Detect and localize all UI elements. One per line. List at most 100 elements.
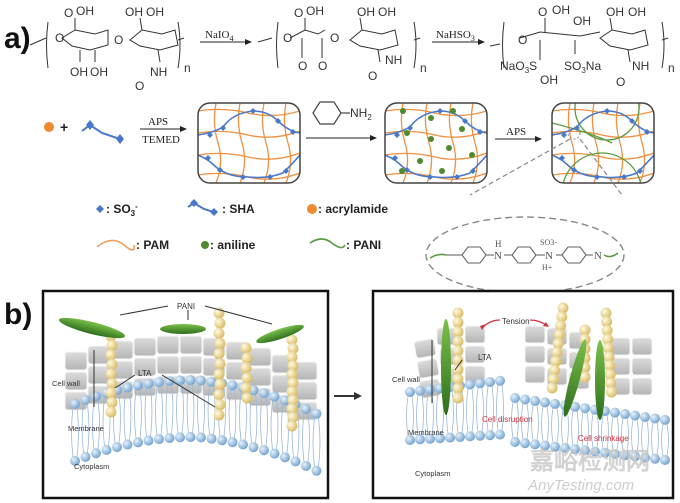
mol1-nh-label: NH (150, 65, 167, 79)
lipid-head (311, 408, 322, 419)
lipid-head (206, 376, 217, 387)
sha-chain-icon (187, 201, 215, 213)
watermark-chinese: 嘉峪检测网 (530, 447, 650, 475)
lipid-head (259, 445, 269, 456)
lipid-head (80, 451, 91, 462)
lipid-tail (302, 412, 310, 463)
lipid-head (269, 391, 280, 402)
lta-bead (213, 327, 225, 339)
pani-rod-icon (58, 317, 126, 339)
lipid-head (620, 450, 630, 461)
lipid-tail (611, 416, 619, 451)
lipid-tail (165, 385, 174, 435)
pani-rod-icon (595, 340, 605, 420)
lipid-head (660, 414, 670, 425)
lta-pointer-right (454, 359, 463, 371)
acrylamide-monomer-icon (44, 122, 54, 132)
mol1-carbonyl-o: O (135, 79, 144, 93)
mol1-oh5-label: OH (146, 5, 164, 19)
lipid-head (610, 449, 620, 459)
lipid-head (70, 398, 80, 409)
pani-rod-icon (256, 324, 304, 344)
lipid-head (154, 434, 164, 445)
lipid-head (196, 432, 206, 443)
lipid-head (143, 378, 154, 389)
lipid-head (196, 375, 206, 386)
lipid-head (650, 413, 660, 424)
plus-sign: + (60, 119, 68, 135)
lta-bead (603, 351, 615, 363)
lipid-head (405, 435, 415, 445)
lipid-head (630, 451, 640, 462)
aniline-loaded-network (384, 102, 488, 184)
panel-a-label: a) (4, 22, 31, 55)
reagent-naio4: NaIO4 (205, 29, 233, 43)
mol3-oh3-label: OH (540, 73, 558, 87)
lta-bead (106, 378, 118, 389)
lipid-head (415, 385, 425, 396)
lta-bead (604, 360, 616, 372)
zoom-guide-left (469, 138, 571, 196)
lta-bead (452, 373, 464, 385)
lipid-tail (661, 423, 669, 457)
hyaluronic-acid-reaction-scheme: O OH O OH OH O OH OH NH O n NaIO4 O OH O… (29, 3, 675, 93)
lipid-head (510, 393, 520, 403)
mol3-oh4-label: OH (606, 5, 624, 19)
lipid-head (91, 391, 101, 402)
sulfonated-ha-structure (489, 17, 669, 69)
legend-label-acrylamide: : acrylamide (318, 202, 388, 216)
lipid-head (112, 442, 122, 453)
mol3-naso3-left: NaO3S (500, 59, 537, 75)
pani-label-left: PANI (177, 302, 195, 311)
lta-bead (600, 307, 612, 319)
lipid-tail (406, 395, 414, 437)
lta-bead (551, 346, 563, 358)
lta-bead (105, 406, 117, 418)
pani-so3-label: SO3- (540, 238, 557, 247)
lipid-tail (155, 386, 163, 436)
lipid-tail (651, 422, 659, 455)
lta-pointer-2 (161, 374, 216, 408)
lta-bead (286, 351, 298, 363)
lipid-head (248, 442, 259, 453)
arrow-head-5 (535, 136, 542, 142)
lta-bead (213, 389, 225, 401)
aniline-structure-icon (312, 101, 350, 125)
lta-bead (214, 338, 226, 350)
lipid-tail (270, 400, 279, 450)
lipid-head (185, 432, 196, 443)
legend-item-sha: : SHA (187, 199, 255, 216)
lipid-head (206, 433, 217, 444)
lipid-head (435, 433, 445, 444)
reagent-aps-2: APS (506, 126, 526, 138)
lipid-tail (521, 403, 529, 440)
lipid-tail (641, 420, 649, 454)
lipid-head (485, 430, 495, 441)
lipid-head (143, 435, 154, 446)
lipid-bilayer-left (70, 375, 322, 476)
mol2-oh3-label: OH (378, 5, 396, 19)
lta-bead (553, 329, 565, 341)
zoom-guide-right (579, 138, 623, 196)
hyaluronic-acid-structure (29, 17, 185, 69)
lipid-head (227, 380, 238, 391)
lta-bead (287, 411, 299, 423)
aniline-dot-icon (201, 241, 209, 249)
lta-bead (286, 334, 298, 346)
lta-bead (556, 311, 568, 323)
lipid-head (580, 445, 590, 456)
lta-bead (547, 373, 559, 385)
lipid-head (80, 394, 91, 405)
lta-bead (105, 387, 117, 399)
mol2-cooh-o: O (294, 6, 303, 20)
mol3-repeat-n: n (668, 61, 675, 75)
legend-label-pam: : PAM (136, 238, 169, 252)
lipid-head (495, 375, 505, 386)
lipid-head (520, 394, 530, 405)
mol1-o-label: O (55, 31, 64, 45)
lipid-head (475, 430, 485, 441)
antibacterial-mechanism-diagram: PANI LTA Cell wall Membrane Cytoplasm Te… (41, 289, 675, 500)
lta-bead (452, 326, 464, 338)
lipid-head (70, 455, 80, 466)
lipid-head (311, 465, 322, 476)
